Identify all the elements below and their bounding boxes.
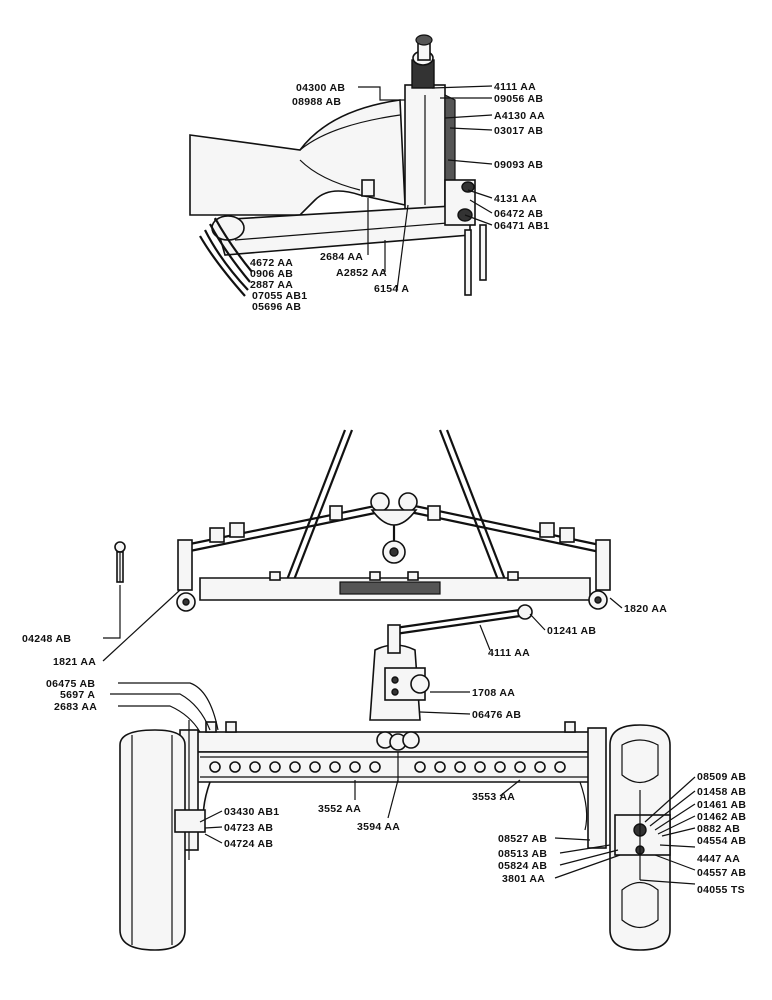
label-4111-aa-top: 4111 AA xyxy=(494,81,536,93)
bottom-leader-lines xyxy=(102,585,696,885)
label-01461-ab: 01461 AB xyxy=(697,799,746,811)
label-3594-aa: 3594 AA xyxy=(357,821,400,833)
label-2887-aa: 2887 AA xyxy=(250,279,293,291)
label-2684-aa: 2684 AA xyxy=(320,251,363,263)
label-04554-ab: 04554 AB xyxy=(697,835,746,847)
label-05824-ab: 05824 AB xyxy=(498,860,547,872)
top-assembly-drawing xyxy=(189,34,487,297)
label-3801-aa: 3801 AA xyxy=(502,873,545,885)
label-5697-a: 5697 A xyxy=(60,689,95,701)
label-4131-aa: 4131 AA xyxy=(494,193,537,205)
label-06471-ab1: 06471 AB1 xyxy=(494,220,549,232)
label-4111-aa-bottom: 4111 AA xyxy=(488,647,530,659)
label-0906-ab: 0906 AB xyxy=(250,268,293,280)
label-3552-aa: 3552 AA xyxy=(318,803,361,815)
bottom-part-labels: 04248 AB 1821 AA 1820 AA 01241 AB 4111 A… xyxy=(22,603,746,896)
label-07055-ab1: 07055 AB1 xyxy=(252,290,307,302)
loose-bolt-drawing xyxy=(114,541,126,583)
label-09093-ab: 09093 AB xyxy=(494,159,543,171)
label-04724-ab: 04724 AB xyxy=(224,838,273,850)
label-1821-aa: 1821 AA xyxy=(53,656,96,668)
label-2683-aa: 2683 AA xyxy=(54,701,97,713)
label-4672-aa: 4672 AA xyxy=(250,257,293,269)
label-01241-ab: 01241 AB xyxy=(547,625,596,637)
label-09056-ab: 09056 AB xyxy=(494,93,543,105)
label-04055-ts: 04055 TS xyxy=(697,884,745,896)
label-08988-ab: 08988 AB xyxy=(292,96,341,108)
label-06472-ab: 06472 AB xyxy=(494,208,543,220)
label-01458-ab: 01458 AB xyxy=(697,786,746,798)
label-04248-ab: 04248 AB xyxy=(22,633,71,645)
label-04300-ab: 04300 AB xyxy=(296,82,345,94)
axle-bolt-row xyxy=(209,761,566,773)
label-05696-ab: 05696 AB xyxy=(252,301,301,313)
label-04557-ab: 04557 AB xyxy=(697,867,746,879)
label-a4130-aa: A4130 AA xyxy=(494,110,545,122)
label-4447-aa: 4447 AA xyxy=(697,853,740,865)
label-1708-aa: 1708 AA xyxy=(472,687,515,699)
label-1820-aa: 1820 AA xyxy=(624,603,667,615)
label-04723-ab: 04723 AB xyxy=(224,822,273,834)
label-08527-ab: 08527 AB xyxy=(498,833,547,845)
label-06476-ab: 06476 AB xyxy=(472,709,521,721)
label-6154-a: 6154 A xyxy=(374,283,409,295)
label-08509-ab: 08509 AB xyxy=(697,771,746,783)
label-01462-ab: 01462 AB xyxy=(697,811,746,823)
label-08513-ab: 08513 AB xyxy=(498,848,547,860)
bottom-assembly-drawing xyxy=(114,429,671,951)
label-a2852-aa: A2852 AA xyxy=(336,267,387,279)
label-03430-ab1: 03430 AB1 xyxy=(224,806,279,818)
label-0882-ab: 0882 AB xyxy=(697,823,740,835)
label-06475-ab: 06475 AB xyxy=(46,678,95,690)
label-3553-aa: 3553 AA xyxy=(472,791,515,803)
top-part-labels: 04300 AB 08988 AB 4111 AA 09056 AB A4130… xyxy=(250,81,549,313)
label-03017-ab: 03017 AB xyxy=(494,125,543,137)
top-leader-lines xyxy=(358,85,493,291)
